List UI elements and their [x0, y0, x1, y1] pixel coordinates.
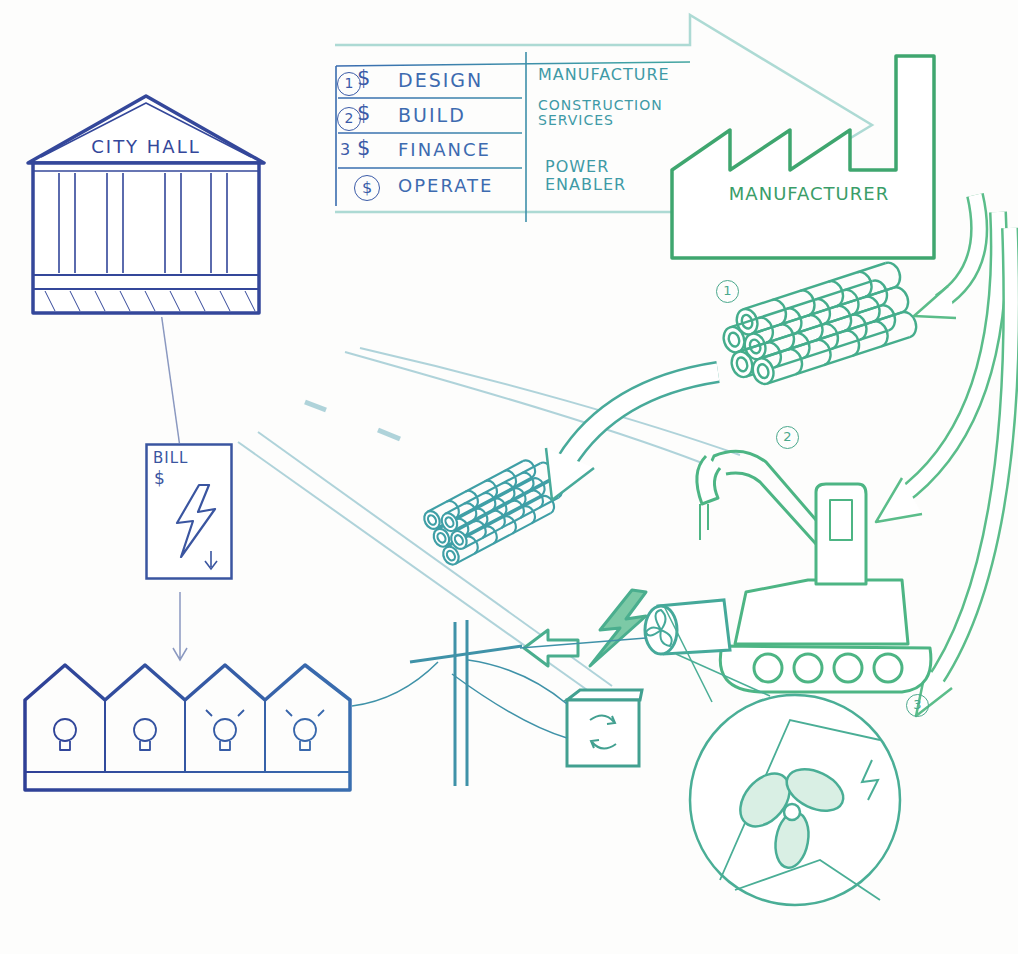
callout-number: 1	[716, 280, 739, 303]
table-label: DESIGN	[398, 70, 483, 91]
node-title: BILL	[153, 450, 225, 467]
node-text: $	[154, 469, 178, 488]
table-label: FINANCE	[398, 140, 491, 160]
table-label: 3	[340, 141, 350, 159]
road	[238, 348, 740, 692]
callout-number: 3	[906, 694, 929, 717]
role-table	[336, 52, 690, 222]
table-label: $	[357, 67, 370, 90]
excavator	[697, 451, 931, 692]
table-label: CONSTRUCTION SERVICES	[538, 98, 688, 129]
table-label: MANUFACTURE	[538, 66, 670, 84]
houses	[25, 665, 350, 790]
power-box	[567, 690, 642, 766]
node-outline	[25, 93, 267, 317]
node-title: CITY HALL	[25, 137, 267, 157]
table-label: POWER ENABLER	[545, 158, 645, 193]
table-label: BUILD	[398, 105, 466, 126]
callout-number: $	[354, 175, 380, 201]
magnifier	[664, 606, 900, 905]
bill-arrow	[173, 592, 187, 660]
pipe-bundle	[716, 260, 919, 392]
node-outline	[668, 50, 940, 262]
turbine-pipe	[645, 600, 730, 654]
table-label: $	[357, 137, 370, 160]
bill-document: BILL $	[145, 443, 233, 580]
table-label: OPERATE	[398, 176, 493, 196]
city-hall-building: CITY HALL	[25, 93, 267, 317]
supply-arrows	[546, 195, 1011, 716]
connector-line	[162, 317, 180, 443]
manufacturer-factory: MANUFACTURER	[668, 50, 940, 262]
callout-number: 2	[776, 426, 799, 449]
table-label: $	[357, 102, 370, 125]
utility-pole	[352, 620, 646, 786]
power-bolt	[524, 590, 646, 666]
node-title: MANUFACTURER	[678, 184, 940, 204]
